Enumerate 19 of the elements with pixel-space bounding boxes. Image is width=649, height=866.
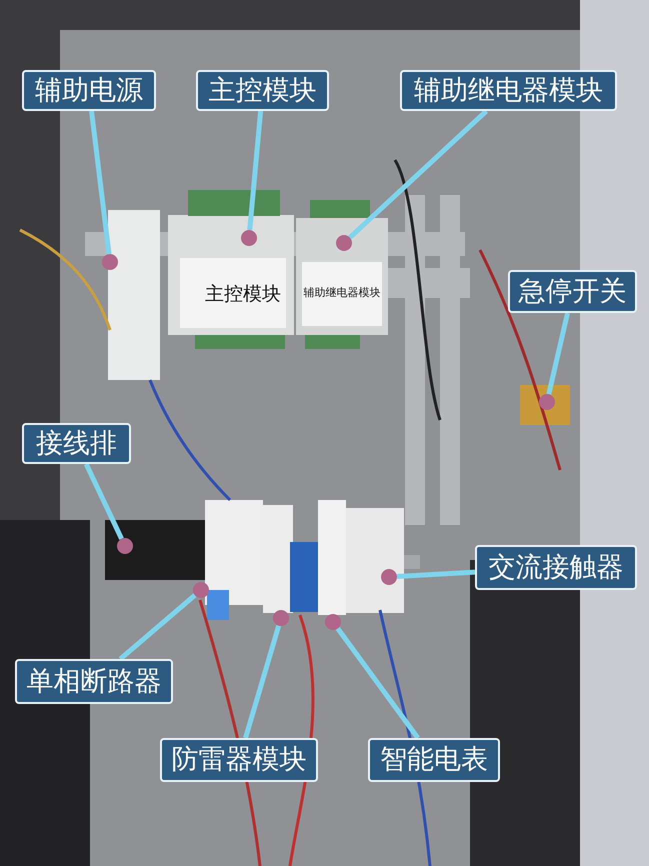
- leader-line: [396, 570, 476, 580]
- callout-label: 辅助电源: [22, 70, 156, 111]
- callout-label: 接线排: [22, 423, 131, 464]
- sticker-label: 主控模块: [204, 282, 282, 307]
- callout-label: 交流接触器: [475, 545, 637, 590]
- leader-line: [546, 312, 570, 395]
- callout-label: 辅助继电器模块: [400, 70, 617, 111]
- leader-line: [243, 624, 282, 739]
- leader-line: [336, 626, 420, 740]
- callout-label: 单相断路器: [15, 659, 173, 704]
- leader-line: [84, 462, 124, 540]
- callout-label: 智能电表: [368, 738, 500, 782]
- leader-line: [118, 593, 197, 661]
- callout-label: 防雷器模块: [160, 738, 318, 782]
- leader-line: [348, 109, 488, 240]
- leader-line: [247, 110, 264, 230]
- sticker-label: 辅助继电器模块: [302, 285, 382, 301]
- callout-label: 急停开关: [508, 270, 637, 313]
- callout-label: 主控模块: [196, 70, 329, 111]
